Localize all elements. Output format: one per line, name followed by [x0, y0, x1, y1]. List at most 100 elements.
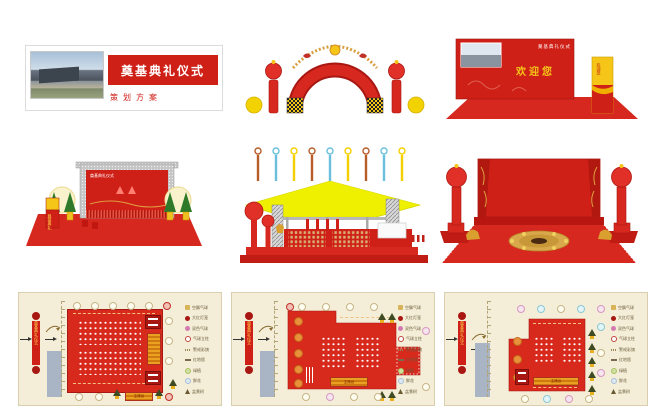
- arch-foot-checker-icon: [366, 97, 384, 114]
- tent-rendering: [240, 147, 428, 263]
- legend-icon: [611, 336, 617, 342]
- legend-item: 气球立柱: [611, 336, 645, 342]
- balloon-marker: [350, 393, 358, 401]
- carpet-dotted-edge: [441, 224, 637, 264]
- red-floor: [446, 97, 638, 119]
- legend-label: 鲜花: [406, 378, 414, 383]
- legend-icon: [398, 389, 403, 394]
- legend-item: 鲜花: [611, 378, 645, 384]
- vertical-sign: 奠基典礼: [45, 197, 60, 231]
- legend-item: 盆景树: [398, 389, 432, 394]
- legend-item: 双色气球: [398, 326, 432, 331]
- balloon-marker: [165, 337, 173, 345]
- chair-grid: [561, 335, 583, 363]
- stage-left-rendering: 奠基典礼仪式 奠基典礼: [26, 161, 202, 246]
- lantern-marker: [458, 312, 466, 320]
- balloon-marker: [326, 393, 334, 401]
- existing-building: [47, 351, 62, 397]
- curtain-gold-trim: [480, 166, 598, 208]
- staff-figure-icon: [422, 235, 425, 242]
- platform-skirt: [240, 255, 428, 263]
- balloon-marker: [165, 317, 173, 325]
- legend-item: 绿植: [185, 367, 219, 374]
- legend-label: 气球立柱: [406, 336, 422, 341]
- legend-icon: [185, 359, 191, 361]
- staff-figure-icon: [417, 235, 420, 242]
- curved-arrow-icon: [258, 325, 274, 333]
- flag-row: [340, 317, 390, 320]
- lantern-column: [440, 164, 472, 243]
- stage-front-base: [474, 217, 604, 225]
- chair-grid: [354, 335, 380, 369]
- legend-item: 大红灯笼: [185, 315, 219, 321]
- legend-item: 气球立柱: [398, 336, 432, 342]
- legend-item: 空飘气球: [398, 305, 432, 310]
- stage-backdrop: [86, 170, 168, 212]
- legend-label: 双色气球: [405, 325, 421, 331]
- lantern-marker: [286, 303, 294, 311]
- legend-label: 红地毯: [619, 357, 631, 362]
- sky-balloon-banner-icon: [254, 147, 406, 181]
- legend-label: 气球立柱: [619, 336, 635, 341]
- hanging-banner: [316, 219, 319, 233]
- lantern-column: [391, 79, 402, 114]
- legend-label: 警戒彩旗: [619, 346, 635, 352]
- legend-icon: [185, 367, 191, 374]
- bonsai-tree-icon: [378, 391, 386, 401]
- legend-label: 空飘气球: [618, 304, 634, 310]
- legend-icon: [398, 305, 403, 310]
- legend-item: 红地毯: [398, 357, 432, 363]
- golden-lion-icon: [598, 229, 612, 240]
- legend-icon: [185, 389, 190, 394]
- balloon-marker: [109, 302, 117, 310]
- dancer-figure-icon: [116, 186, 124, 194]
- legend-label: 大红灯笼: [405, 315, 421, 320]
- legend-item: 双色气球: [611, 326, 645, 331]
- balloon-marker: [543, 395, 551, 403]
- hanging-banner: [336, 219, 339, 233]
- legend-label: 绿植: [193, 367, 201, 373]
- flag-row: [73, 383, 155, 386]
- lantern-column: [251, 219, 257, 261]
- balloon-marker: [597, 349, 605, 357]
- stage-marker: 主席台: [533, 377, 579, 386]
- legend-icon: [185, 378, 191, 384]
- building-photo: [30, 51, 104, 99]
- drum-marker: [145, 371, 161, 385]
- curved-arrow-icon: [471, 333, 487, 341]
- banner-text: 奠基典礼仪式: [247, 321, 252, 345]
- legend-icon: [611, 348, 617, 351]
- balloon-marker: [346, 303, 354, 311]
- apex-ball-icon: [329, 44, 341, 56]
- balloon-marker: [585, 395, 593, 403]
- plan-legend: 空飘气球 大红灯笼 双色气球 气球立柱 警戒彩旗 红地毯 绿植: [611, 305, 645, 400]
- staff-figure-icon: [412, 235, 415, 242]
- legend-item: 空飘气球: [185, 305, 219, 310]
- legend-icon: [398, 348, 404, 351]
- existing-building: [260, 351, 275, 397]
- legend-label: 盆景树: [618, 388, 630, 394]
- dancer-figure-icon: [128, 186, 136, 194]
- legend-icon: [185, 305, 190, 310]
- legend-icon: [398, 378, 404, 384]
- legend-item: 绿植: [611, 367, 645, 374]
- bonsai-tree-icon: [588, 357, 596, 367]
- lantern-marker: [294, 379, 303, 388]
- chair-grid: [77, 349, 141, 375]
- balloon-marker: [374, 393, 382, 401]
- flag-row: [73, 313, 155, 316]
- drum-marker: [515, 369, 529, 385]
- legend-icon: [611, 359, 617, 361]
- balloon-marker: [95, 393, 103, 401]
- bonsai-tree-icon: [588, 343, 596, 353]
- walkway-marker: [306, 367, 315, 383]
- side-curtain: [478, 159, 490, 217]
- bonsai-tree-icon: [588, 385, 596, 395]
- legend-icon: [398, 367, 404, 374]
- legend-label: 鲜花: [619, 378, 627, 383]
- page-title: 奠基典礼仪式: [108, 55, 218, 85]
- arch-body: [289, 64, 381, 111]
- balloon-marker: [422, 327, 430, 335]
- legend-item: 绿植: [398, 367, 432, 374]
- arch-foot-checker-icon: [286, 97, 304, 114]
